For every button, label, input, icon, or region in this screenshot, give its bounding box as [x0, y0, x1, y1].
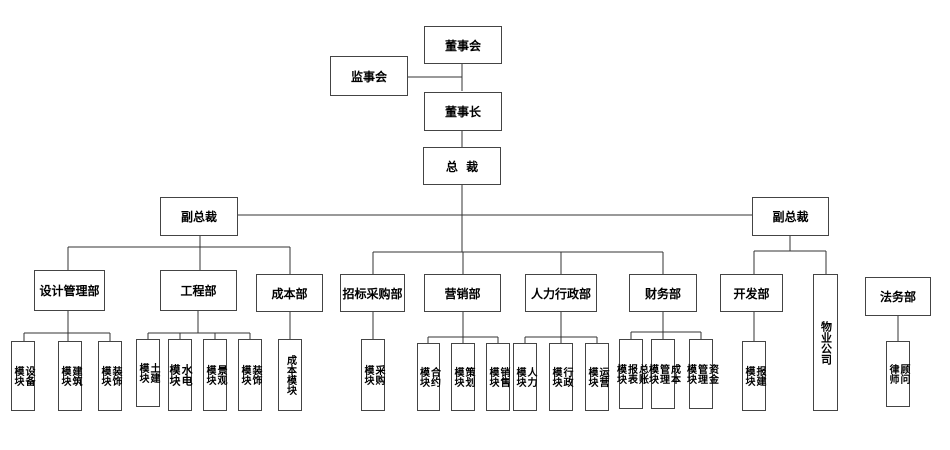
president-box: 总 裁: [423, 147, 501, 185]
marketing-dept-box: 营销部: [424, 274, 501, 312]
module-cost-management: 成本 管理 模块: [647, 339, 680, 409]
cost-dept-box: 成本部: [256, 274, 323, 312]
module-equipment: 设备 模块: [11, 341, 35, 411]
module-civil: 土建 模块: [136, 339, 160, 407]
board-box: 董事会: [424, 26, 502, 64]
module-fund-management: 资金 管理 模块: [685, 339, 718, 409]
module-planning: 策划 模块: [451, 343, 475, 411]
module-human-resources: 人力 模块: [513, 343, 537, 411]
vice-president-left-box: 副总裁: [160, 197, 238, 236]
chairman-box: 董事长: [424, 92, 502, 131]
module-decoration-engineering: 装饰 模块: [238, 339, 262, 411]
hr-dept-box: 人力行政部: [525, 274, 597, 312]
module-sales: 销售 模块: [486, 343, 510, 411]
vice-president-right-box: 副总裁: [752, 197, 829, 236]
module-contract: 合约 模块: [417, 343, 440, 411]
development-dept-box: 开发部: [720, 274, 783, 312]
module-decoration-design: 装饰 模块: [98, 341, 122, 411]
property-company-box: 物业公司: [813, 274, 838, 411]
module-permit-application: 报建 模块: [742, 341, 766, 411]
module-procurement: 采购 模块: [361, 339, 385, 411]
module-general-ledger-reports: 总账 报表 模块: [615, 339, 648, 409]
procurement-dept-box: 招标采购部: [340, 274, 405, 312]
module-building: 建筑 模块: [58, 341, 82, 411]
supervisory-board-box: 监事会: [330, 56, 408, 96]
engineering-dept-box: 工程部: [160, 270, 237, 311]
module-water-electric: 水电 模块: [168, 339, 193, 411]
module-administration: 行政 模块: [549, 343, 573, 411]
module-cost: 成本模块: [278, 339, 302, 411]
design-dept-box: 设计管理部: [34, 270, 105, 311]
legal-dept-box: 法务部: [865, 277, 931, 316]
module-operations: 运营 模块: [585, 343, 609, 411]
finance-dept-box: 财务部: [629, 274, 697, 312]
module-legal-counsel: 顾问 律师: [886, 341, 910, 407]
module-landscape: 景观 模块: [203, 339, 227, 411]
